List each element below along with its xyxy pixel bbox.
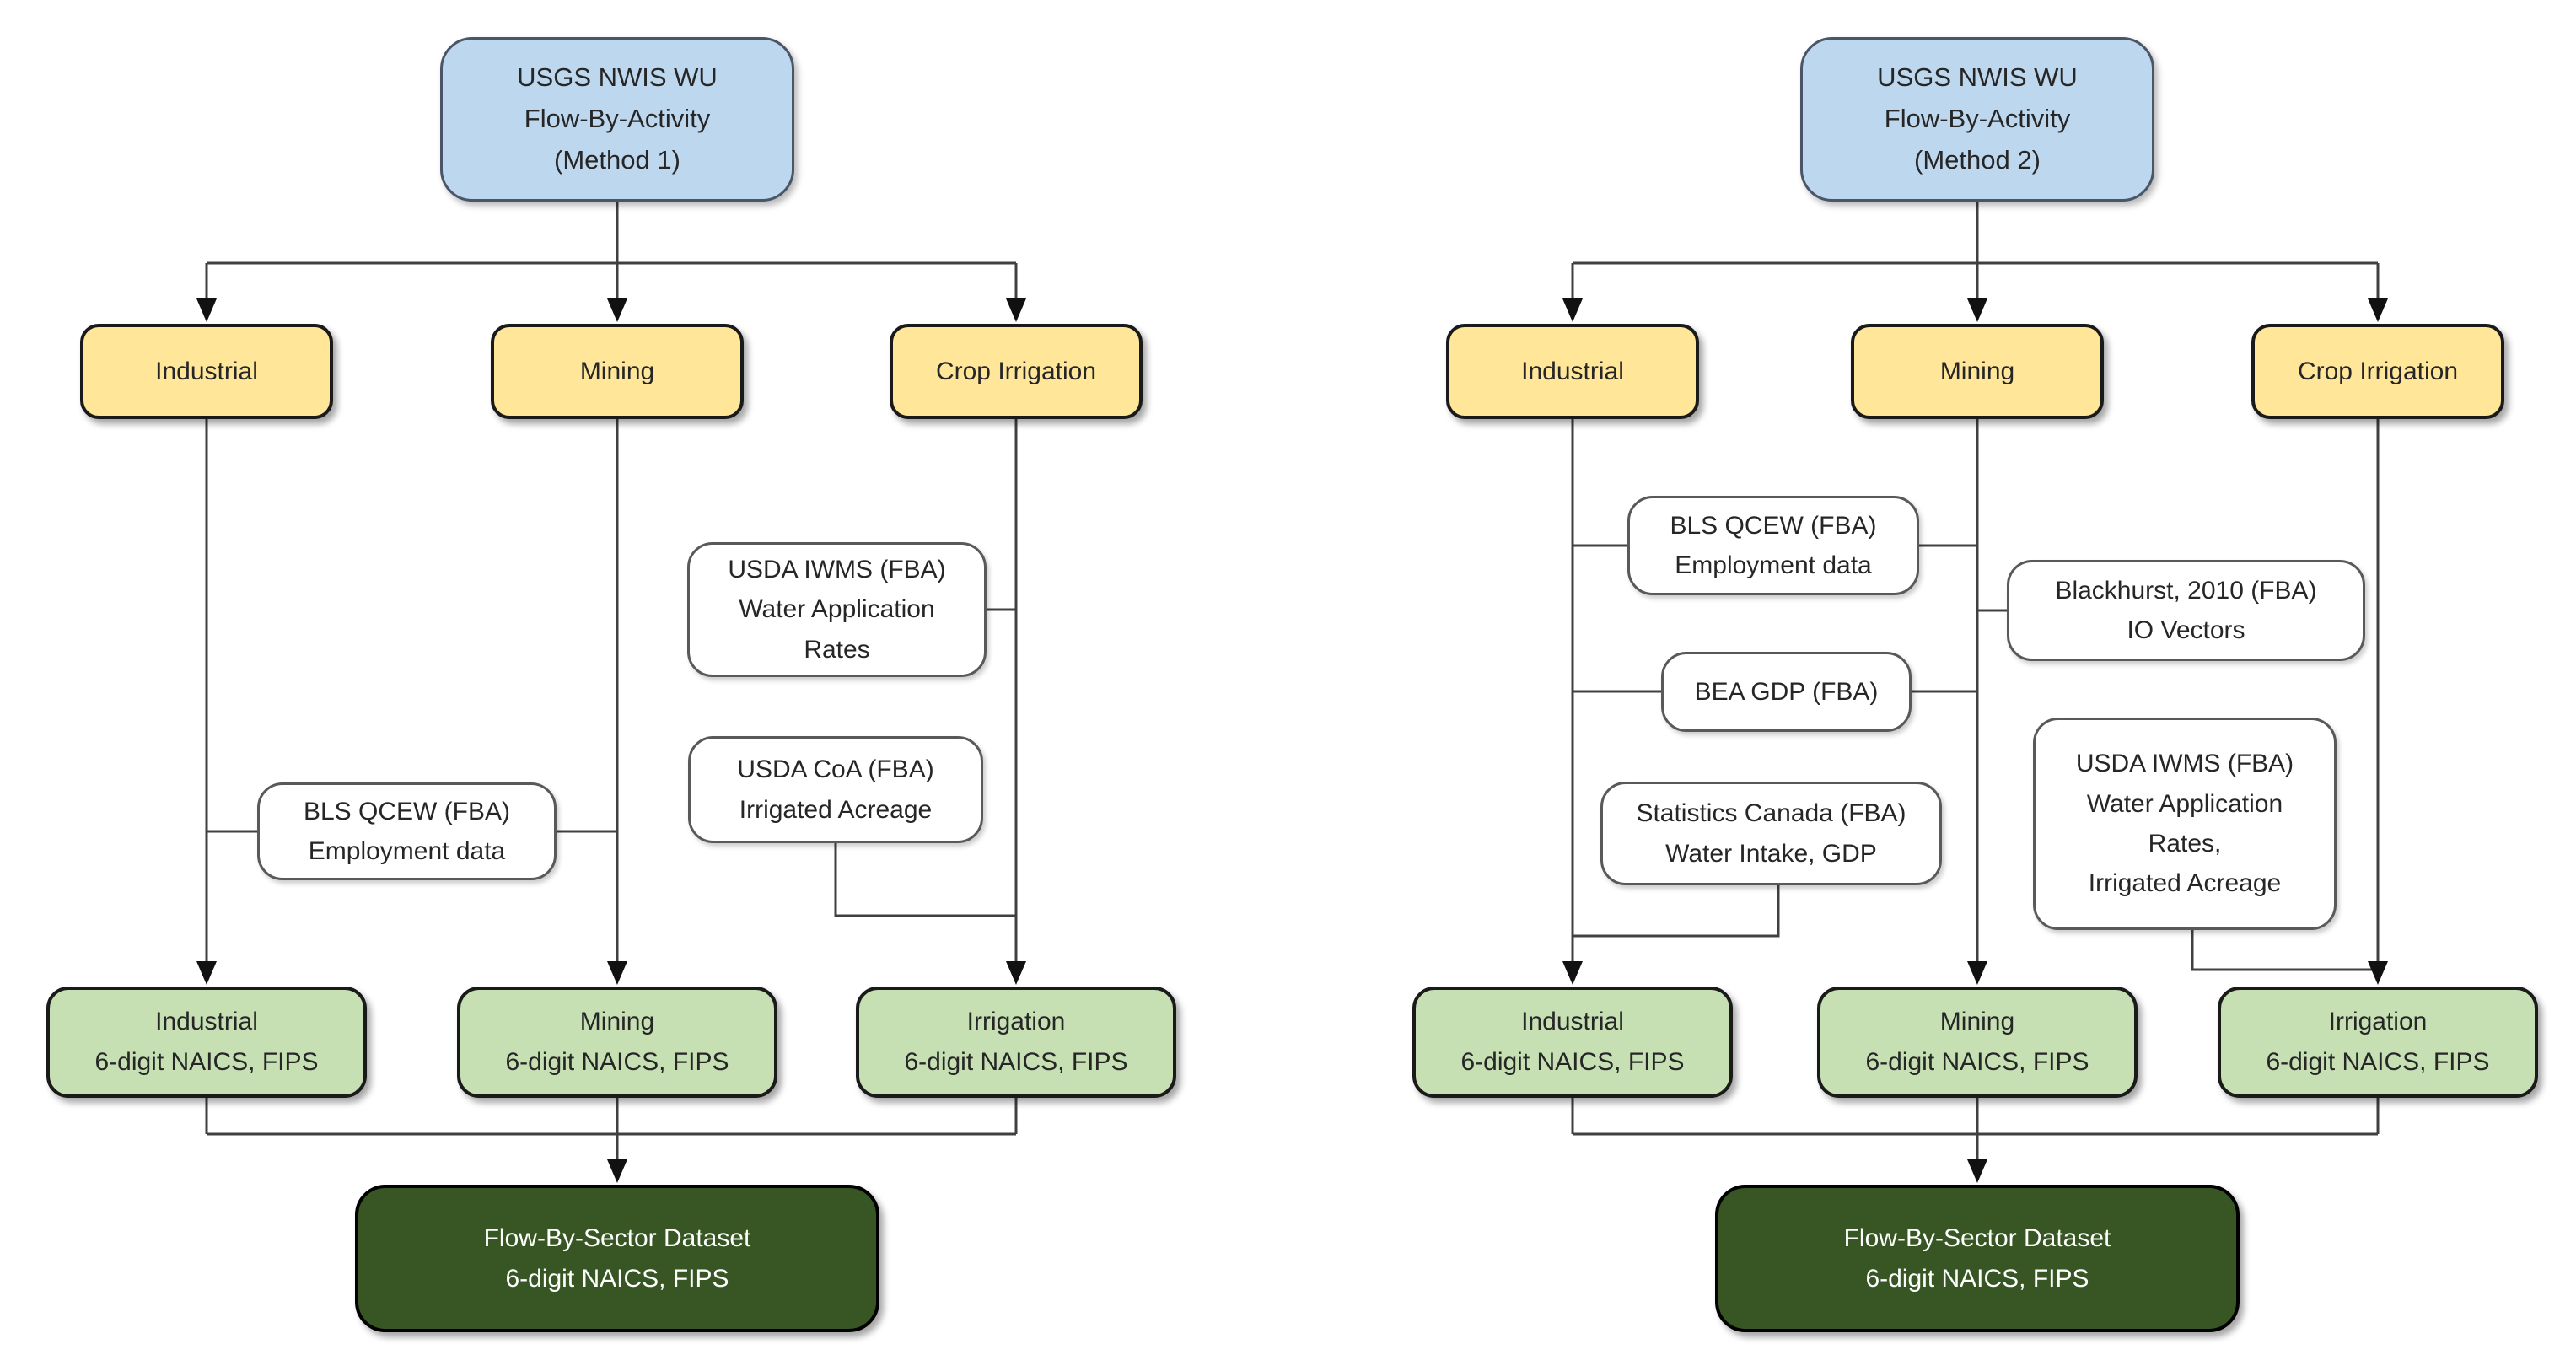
method2-activity-crop-irrigation: Crop Irrigation	[2251, 324, 2504, 419]
arrow-down-icon	[1562, 298, 1583, 322]
method2-activity-industrial: Industrial	[1446, 324, 1699, 419]
method1-activity-crop-irrigation: Crop Irrigation	[890, 324, 1143, 419]
method2-wires	[1571, 202, 2380, 1161]
method1-input-usda-coa: USDA CoA (FBA) Irrigated Acreage	[688, 736, 983, 843]
method1-output-mining: Mining 6-digit NAICS, FIPS	[457, 987, 777, 1098]
arrow-down-icon	[1967, 961, 1987, 985]
method1-output-industrial: Industrial 6-digit NAICS, FIPS	[46, 987, 367, 1098]
method1-source-box: USGS NWIS WU Flow-By-Activity (Method 1)	[440, 37, 794, 202]
arrow-down-icon	[607, 1159, 627, 1183]
method2-connectors	[1562, 202, 2388, 1183]
method2-source-box: USGS NWIS WU Flow-By-Activity (Method 2)	[1800, 37, 2154, 202]
method1-connectors	[196, 202, 1026, 1183]
arrow-down-icon	[2368, 298, 2388, 322]
method2-output-mining: Mining 6-digit NAICS, FIPS	[1817, 987, 2138, 1098]
arrow-down-icon	[607, 961, 627, 985]
method2-input-usda-iwms: USDA IWMS (FBA) Water Application Rates,…	[2033, 718, 2337, 930]
method2-input-bls-qcew: BLS QCEW (FBA) Employment data	[1627, 496, 1919, 595]
method2-output-industrial: Industrial 6-digit NAICS, FIPS	[1412, 987, 1733, 1098]
arrow-down-icon	[196, 961, 217, 985]
method1-activity-mining: Mining	[491, 324, 744, 419]
method2-activity-mining: Mining	[1851, 324, 2104, 419]
arrow-down-icon	[1967, 1159, 1987, 1183]
arrow-down-icon	[1006, 961, 1026, 985]
arrow-down-icon	[2368, 961, 2388, 985]
arrow-down-icon	[1006, 298, 1026, 322]
arrow-down-icon	[1562, 961, 1583, 985]
arrow-down-icon	[1967, 298, 1987, 322]
method2-output-irrigation: Irrigation 6-digit NAICS, FIPS	[2218, 987, 2538, 1098]
method2-input-bea-gdp: BEA GDP (FBA)	[1661, 652, 1912, 732]
arrow-down-icon	[607, 298, 627, 322]
method1-activity-industrial: Industrial	[80, 324, 333, 419]
method1-wires	[205, 202, 1018, 1161]
method1-input-bls-qcew: BLS QCEW (FBA) Employment data	[257, 782, 557, 880]
method1-flow-by-sector-dataset-box: Flow-By-Sector Dataset 6-digit NAICS, FI…	[355, 1185, 879, 1332]
method1-output-irrigation: Irrigation 6-digit NAICS, FIPS	[856, 987, 1176, 1098]
method2-flow-by-sector-dataset-box: Flow-By-Sector Dataset 6-digit NAICS, FI…	[1715, 1185, 2240, 1332]
method2-input-statistics-canada: Statistics Canada (FBA) Water Intake, GD…	[1600, 782, 1942, 885]
method1-input-usda-iwms: USDA IWMS (FBA) Water Application Rates	[687, 542, 987, 677]
arrow-down-icon	[196, 298, 217, 322]
method2-input-blackhurst: Blackhurst, 2010 (FBA) IO Vectors	[2007, 560, 2365, 661]
